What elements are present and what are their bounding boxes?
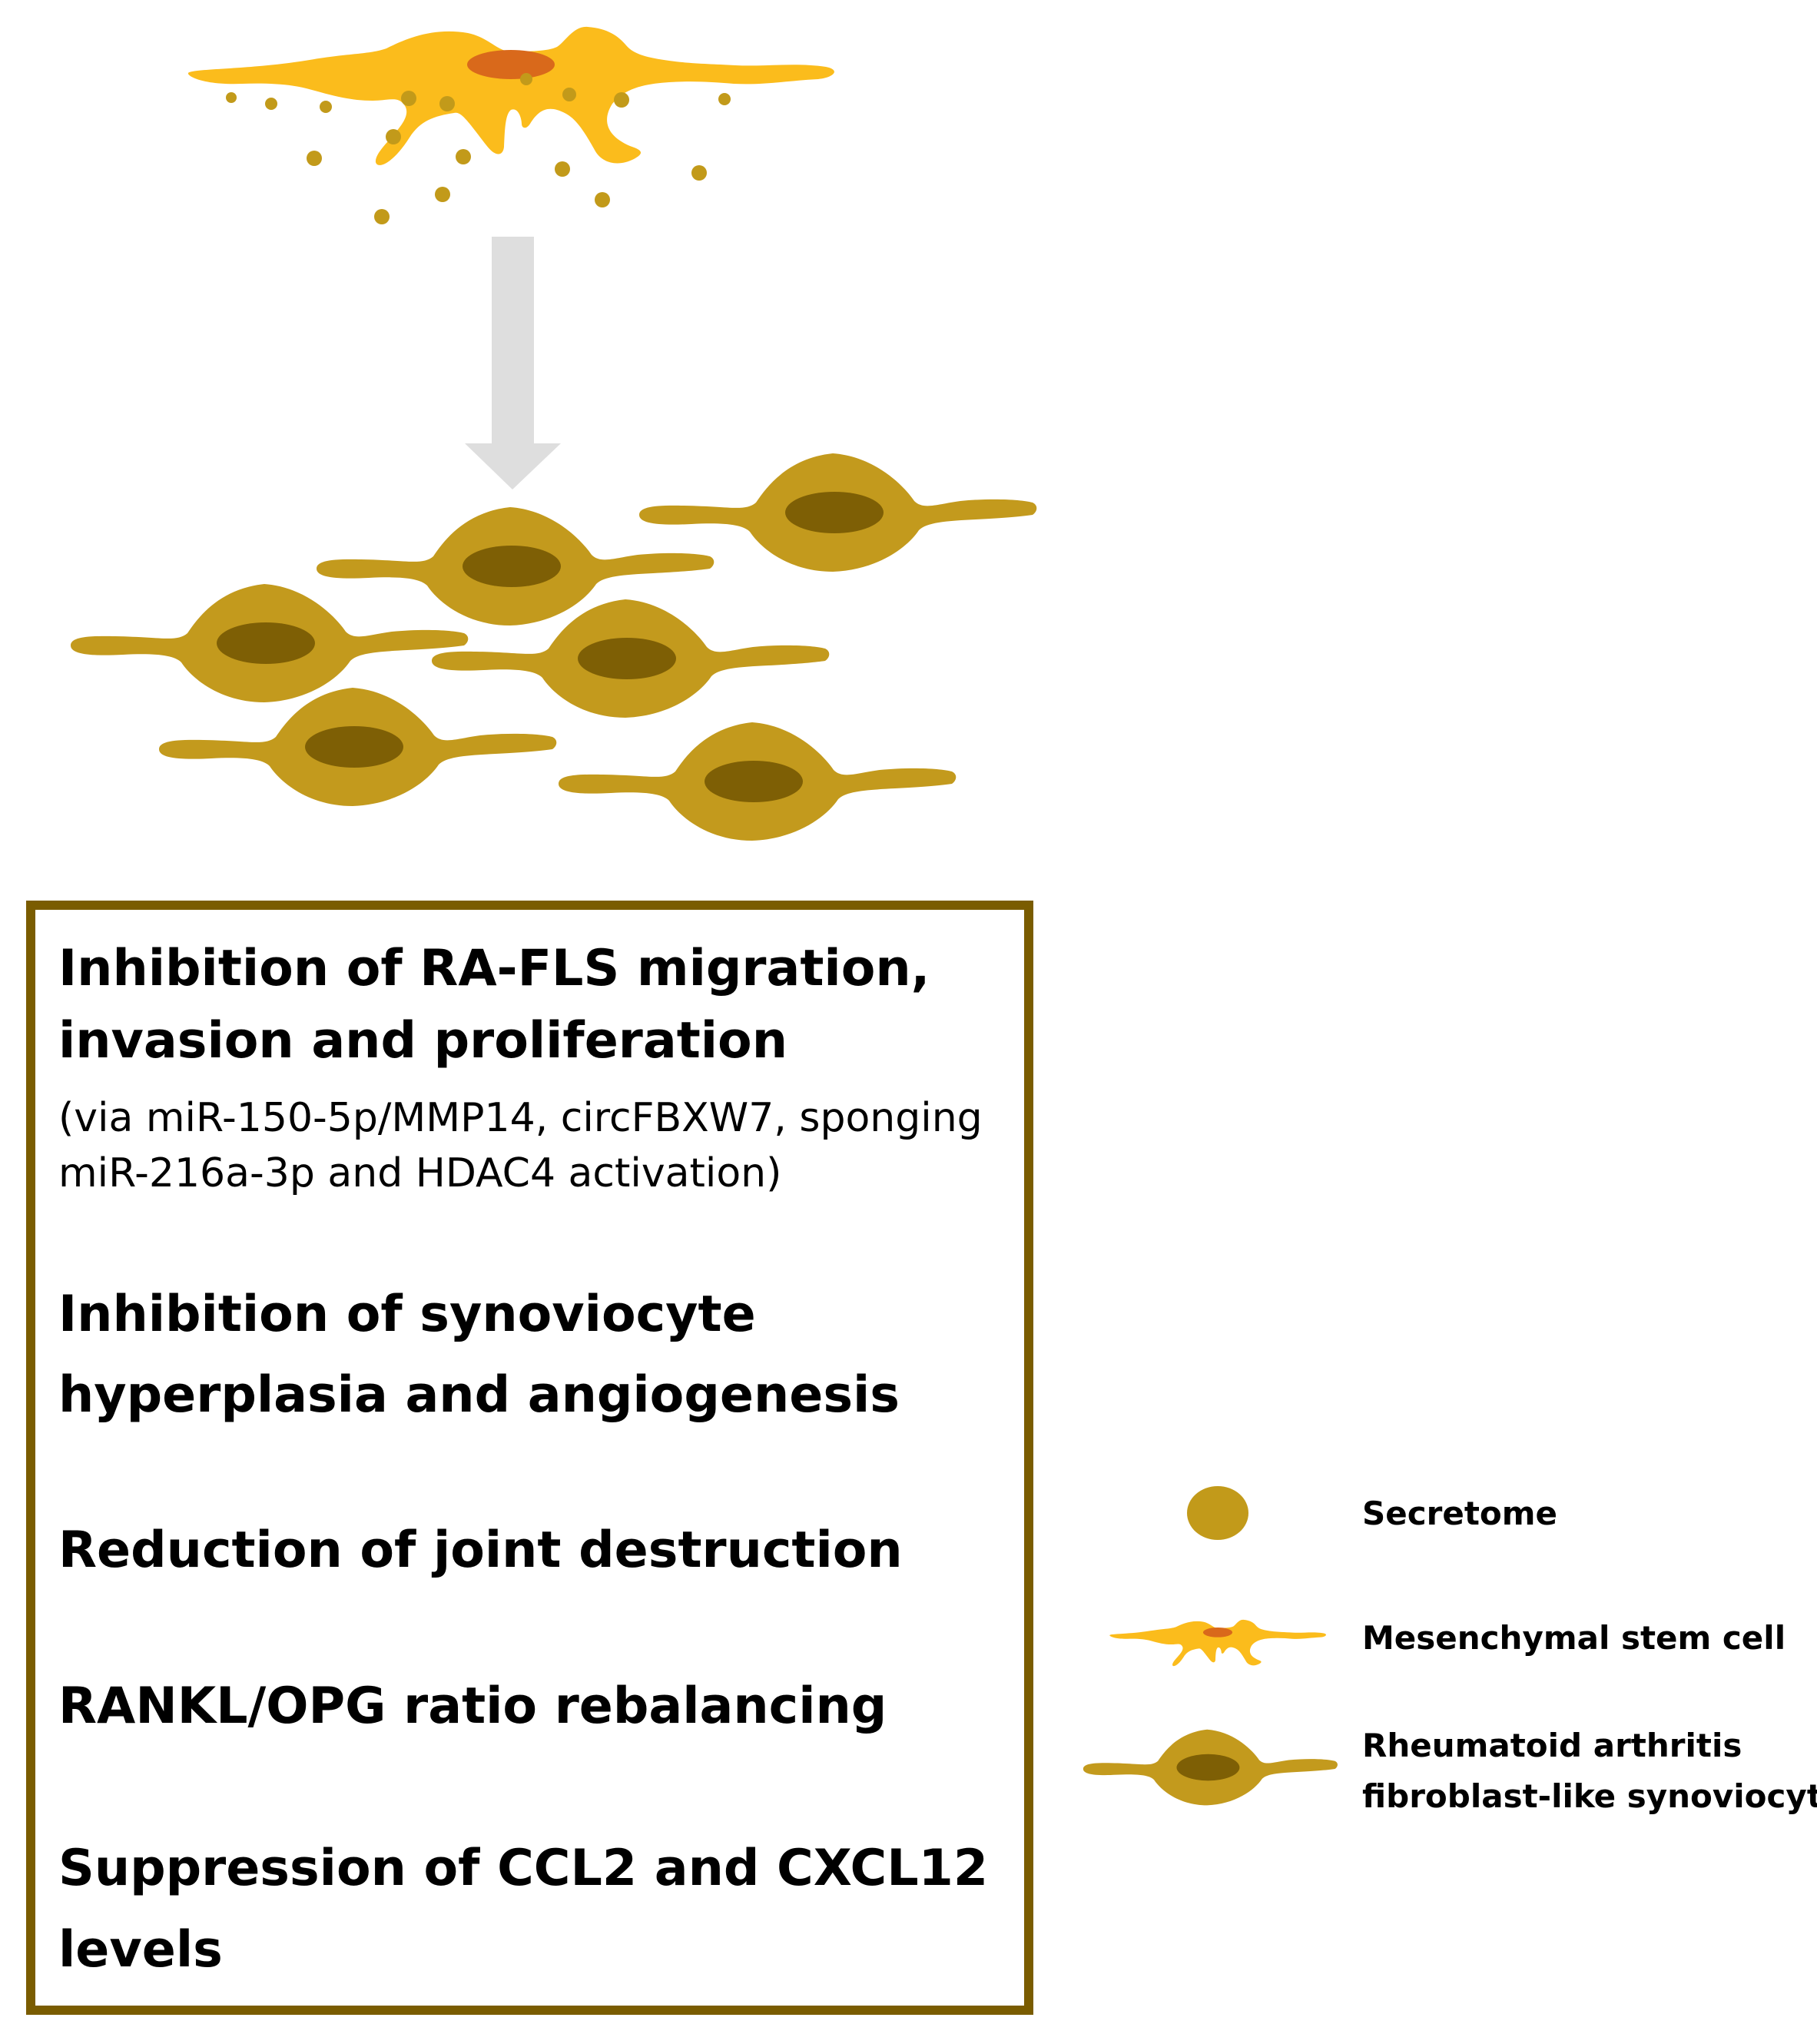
effect-5-line1: Suppression of CCL2 and CXCL12 bbox=[58, 1840, 989, 1897]
effect-1-title-line1: Inhibition of RA-FLS migration, bbox=[58, 940, 930, 997]
effect-2-line2: hyperplasia and angiogenesis bbox=[58, 1366, 900, 1424]
legend-fls-label-line2: fibroblast-like synoviocyte bbox=[1362, 1777, 1817, 1815]
effect-2-line1: Inhibition of synoviocyte bbox=[58, 1286, 756, 1343]
effect-3: Reduction of joint destruction bbox=[58, 1521, 903, 1579]
legend-secretome-symbol bbox=[1187, 1486, 1248, 1540]
effect-1-detail-line1: (via miR-150-5p/MMP14, circFBXW7, spongi… bbox=[58, 1095, 983, 1141]
effect-1-title-line2: invasion and proliferation bbox=[58, 1012, 787, 1070]
fls-cell bbox=[639, 453, 1037, 572]
fls-cell bbox=[559, 722, 957, 841]
legend-secretome-label: Secretome bbox=[1362, 1495, 1558, 1532]
effects-box bbox=[26, 901, 1033, 2015]
effect-5-line2: levels bbox=[58, 1921, 223, 1979]
effect-4: RANKL/OPG ratio rebalancing bbox=[58, 1677, 887, 1735]
downward-arrow bbox=[465, 237, 561, 489]
msc-cell-main bbox=[187, 26, 834, 165]
legend-fls-symbol bbox=[1083, 1729, 1338, 1806]
secretome-granules bbox=[226, 73, 731, 224]
fls-cell bbox=[71, 584, 469, 702]
fls-cell-cluster bbox=[71, 453, 1037, 841]
legend-msc-symbol bbox=[1109, 1619, 1327, 1667]
effect-1-detail-line2: miR-216a-3p and HDAC4 activation) bbox=[58, 1150, 782, 1196]
fls-cell bbox=[159, 688, 557, 806]
legend-msc-label: Mesenchymal stem cell bbox=[1362, 1619, 1786, 1657]
legend-fls-label-line1: Rheumatoid arthritis bbox=[1362, 1727, 1742, 1764]
